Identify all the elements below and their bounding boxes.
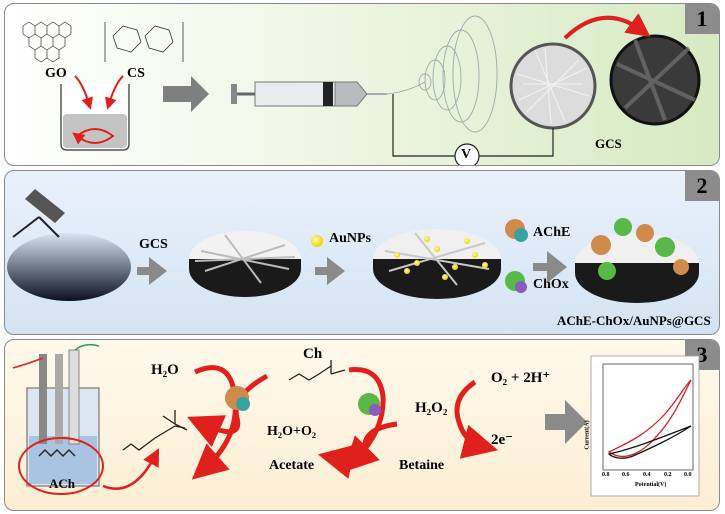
electrochemical-cell	[12, 343, 104, 495]
electrospinning-scheme	[22, 13, 701, 165]
cv-curves	[607, 379, 692, 459]
choline-molecule	[288, 360, 346, 381]
cv-curve-modified	[607, 379, 692, 457]
process-arrow	[533, 251, 567, 283]
gcs-label: GCS	[139, 237, 168, 252]
gcs-label: GCS	[595, 136, 622, 151]
chox-enzyme-icon	[505, 271, 527, 293]
zoom-arrow	[563, 13, 651, 40]
o2-2h-label: O₂ + 2H⁺	[491, 370, 551, 386]
h2o-o2-label: H₂O+O₂	[267, 424, 317, 439]
panel-number-badge: 2	[685, 171, 719, 201]
cv-tick-label: 0.8	[602, 472, 610, 478]
chox-label: ChOx	[533, 277, 569, 292]
acetate-label: Acetate	[269, 458, 315, 473]
final-modified-electrode	[575, 218, 699, 303]
ache-label: AChE	[533, 225, 571, 240]
aunps-label: AuNPs	[329, 231, 372, 246]
cv-tick-label: 0.0	[684, 472, 692, 478]
process-arrow	[163, 76, 209, 112]
reaction-arrow	[317, 421, 398, 479]
h2o2-label: H₂O₂	[415, 400, 448, 416]
final-electrode-label: AChE-ChOx/AuNPs@GCS	[557, 313, 711, 328]
cv-xlabel: Potential(V)	[635, 482, 667, 488]
reaction-arrow	[187, 373, 269, 448]
cv-tick-label: 0.6	[622, 472, 630, 478]
gcs-electrode	[189, 231, 301, 297]
cv-curve-bare	[607, 425, 692, 459]
choline-label: Ch	[303, 346, 323, 362]
high-voltage-circuit	[392, 94, 554, 165]
panel-electrospinning: 1	[4, 3, 720, 166]
ache-enzyme-icon	[505, 219, 528, 242]
cv-tick-label: 0.2	[664, 472, 672, 478]
cv-plot	[590, 355, 700, 497]
ach-molecule	[122, 410, 188, 451]
h2o-label: H₂O	[151, 362, 179, 378]
panel-electrode-modification: 2	[4, 170, 720, 335]
process-arrow	[137, 257, 167, 285]
cv-tick-label: 0.4	[643, 472, 651, 478]
cs-label: CS	[127, 66, 145, 81]
ach-highlight-circle	[18, 437, 104, 495]
cv-ylabel: Current(A)	[584, 420, 591, 450]
ach-label: ACh	[49, 476, 76, 491]
process-arrow	[545, 400, 587, 444]
reaction-arrow	[342, 367, 386, 473]
electrospinning-jet	[386, 15, 498, 133]
go-label: GO	[45, 66, 67, 81]
voltage-label: V	[461, 147, 472, 162]
betaine-label: Betaine	[399, 458, 445, 473]
reaction-arrow	[191, 365, 238, 480]
chox-enzyme-icon	[358, 393, 381, 416]
oxidation-arrow	[454, 379, 498, 459]
syringe	[231, 81, 387, 107]
panel-number-badge: 1	[685, 4, 719, 34]
mechanism-scheme	[12, 343, 700, 497]
electron-label: 2e⁻	[491, 432, 514, 448]
graphene-oxide-structure	[22, 21, 72, 63]
ache-enzyme-icon	[225, 386, 250, 411]
panel-detection-mechanism: 3	[4, 339, 720, 511]
process-arrow	[315, 257, 345, 285]
chitosan-structure	[104, 22, 184, 62]
gold-nanoparticle-icon	[311, 235, 323, 247]
bare-electrode	[7, 189, 131, 301]
modification-scheme	[7, 189, 699, 303]
beaker	[60, 75, 130, 151]
aunps-electrode	[373, 229, 501, 299]
